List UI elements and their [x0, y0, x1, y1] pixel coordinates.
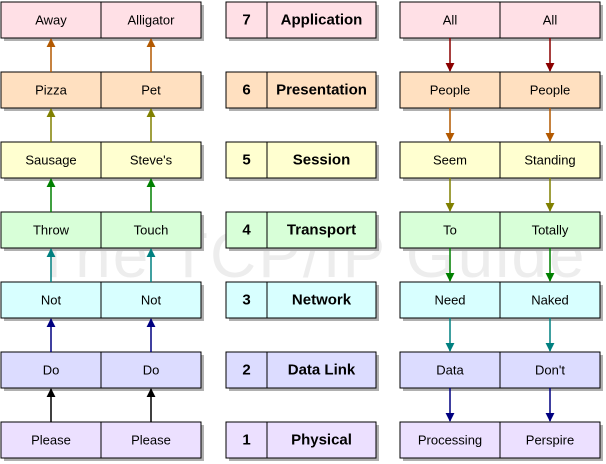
left-mnemonic-word-2: Not — [141, 293, 162, 308]
left-mnemonic-word-2: Touch — [134, 223, 169, 238]
left-mnemonic-word-1: Throw — [33, 223, 70, 238]
layer-name: Network — [292, 292, 352, 309]
layer-box — [225, 421, 377, 459]
layer-box — [225, 1, 377, 39]
left-mnemonic-word-1: Please — [31, 433, 71, 448]
left-mnemonic-word-2: Please — [131, 433, 171, 448]
layer-box — [225, 141, 377, 179]
left-mnemonic-word-2: Pet — [141, 83, 161, 98]
left-mnemonic-word-1: Away — [35, 13, 67, 28]
layer-box — [225, 351, 377, 389]
layer-name: Session — [293, 152, 351, 169]
right-mnemonic-word-1: All — [443, 13, 458, 28]
layer-number: 7 — [242, 12, 250, 29]
right-mnemonic-word-1: Seem — [433, 153, 467, 168]
layer-number: 6 — [242, 82, 250, 99]
layer-name: Data Link — [288, 362, 356, 379]
left-mnemonic-word-2: Do — [143, 363, 160, 378]
left-mnemonic-word-2: Steve's — [130, 153, 173, 168]
left-mnemonic-word-1: Do — [43, 363, 60, 378]
layer-box — [225, 211, 377, 249]
right-mnemonic-word-2: Naked — [531, 293, 569, 308]
layer-number: 3 — [242, 292, 250, 309]
layer-name: Presentation — [276, 82, 367, 99]
right-mnemonic-word-1: Need — [434, 293, 465, 308]
layer-name: Application — [281, 12, 363, 29]
right-mnemonic-word-2: People — [530, 83, 570, 98]
layer-number: 2 — [242, 362, 250, 379]
layer-number: 1 — [242, 432, 250, 449]
right-mnemonic-word-1: To — [443, 223, 457, 238]
right-mnemonic-word-2: Don't — [535, 363, 565, 378]
left-mnemonic-word-1: Pizza — [35, 83, 68, 98]
left-mnemonic-word-2: Alligator — [128, 13, 176, 28]
right-mnemonic-word-2: Totally — [532, 223, 569, 238]
right-mnemonic-word-2: Perspire — [526, 433, 574, 448]
left-mnemonic-word-1: Sausage — [25, 153, 76, 168]
right-mnemonic-word-1: Processing — [418, 433, 482, 448]
layer-number: 5 — [242, 152, 250, 169]
right-mnemonic-word-2: Standing — [524, 153, 575, 168]
layer-number: 4 — [242, 222, 251, 239]
right-mnemonic-word-2: All — [543, 13, 558, 28]
layer-box — [225, 281, 377, 319]
layer-name: Physical — [291, 432, 352, 449]
layer-name: Transport — [287, 222, 356, 239]
right-mnemonic-word-1: People — [430, 83, 470, 98]
right-mnemonic-word-1: Data — [436, 363, 464, 378]
left-mnemonic-word-1: Not — [41, 293, 62, 308]
layer-box — [225, 71, 377, 109]
